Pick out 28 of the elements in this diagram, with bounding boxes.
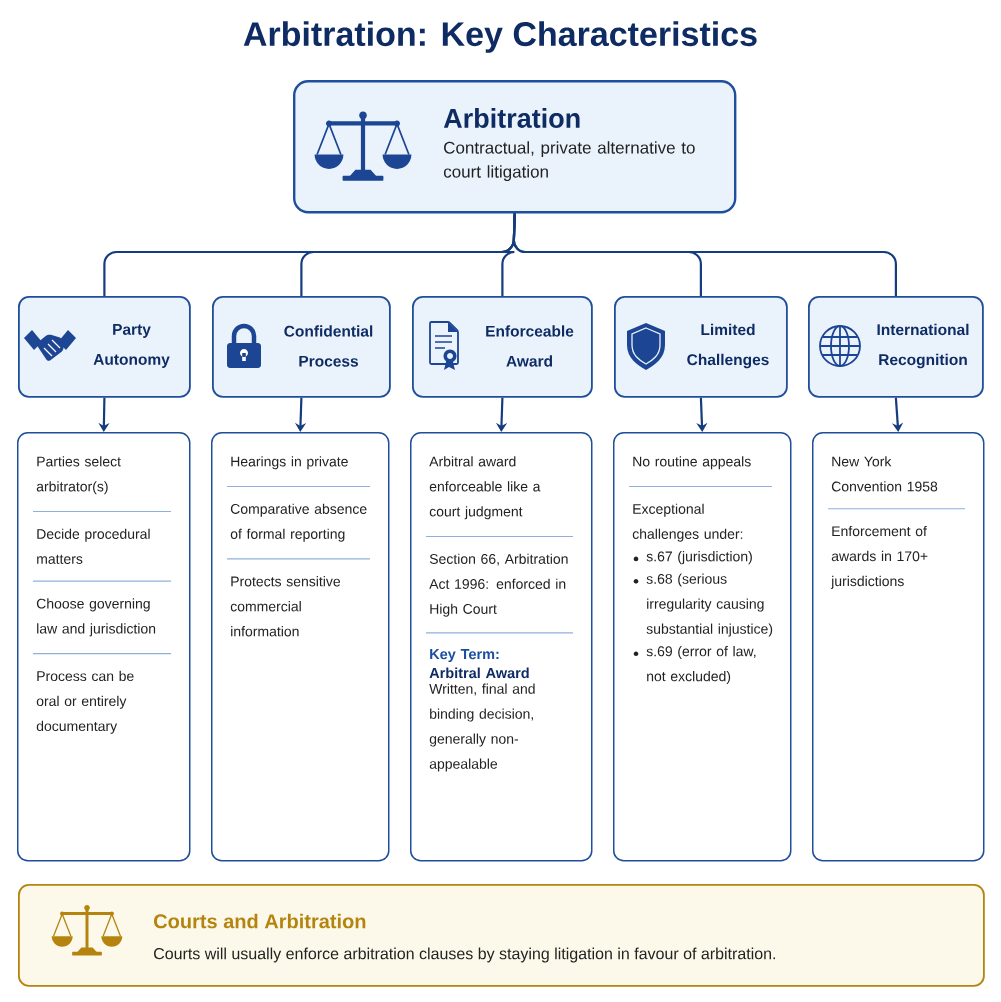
card-text: Exceptional challenges under: xyxy=(632,503,743,542)
note-box: Courts and Arbitration Courts will usually enforce arbitration clauses by staying litigation in favour of arbitration. xyxy=(18,884,985,987)
card-text: Protects sensitive commercial information xyxy=(230,576,341,637)
card-text: Enforcement of awards in 170+ jurisdictions xyxy=(830,525,928,589)
card-text: Comparative absence of formal reporting xyxy=(230,503,367,542)
category-box: Limited Challenges xyxy=(614,296,788,398)
card-text: Choose governing law and jurisdiction xyxy=(36,598,156,637)
card-text: Arbitral award enforceable like a court judgment xyxy=(429,456,541,520)
title: Arbitration: Key Characteristics xyxy=(243,21,757,53)
card-text: New York Convention 1958 xyxy=(831,456,938,492)
card-text: Process can be oral or entirely documentary xyxy=(36,670,134,734)
category-box: Confidential Process xyxy=(212,296,391,398)
key-term: Arbitral Award xyxy=(429,667,529,679)
bullet-item: s.67 (jurisdiction) xyxy=(633,551,752,565)
key-term-label: Key Term: xyxy=(430,649,499,663)
bullet-item: s.68 (serious irregularity causing substantial injustice) xyxy=(633,573,773,637)
card-text: Section 66, Arbitration Act 1996: enforced in High Court xyxy=(429,553,568,617)
category-box: Enforceable Award xyxy=(412,296,593,398)
card-text: Written, final and binding decision, generally non-appealable xyxy=(429,683,535,772)
category-box: Party Autonomy xyxy=(18,296,191,398)
topic-box: Arbitration Contractual, private alternative to court litigation xyxy=(293,80,737,214)
category-box: International Recognition xyxy=(808,296,984,398)
bullet-item: s.69 (error of law, not excluded) xyxy=(633,646,756,685)
card-text: Hearings in private xyxy=(231,456,348,470)
card-text: No routine appeals xyxy=(633,456,751,470)
card-text: Decide procedural matters xyxy=(37,528,150,564)
connector xyxy=(512,213,897,296)
card-text: Parties select arbitrator(s) xyxy=(36,456,121,495)
